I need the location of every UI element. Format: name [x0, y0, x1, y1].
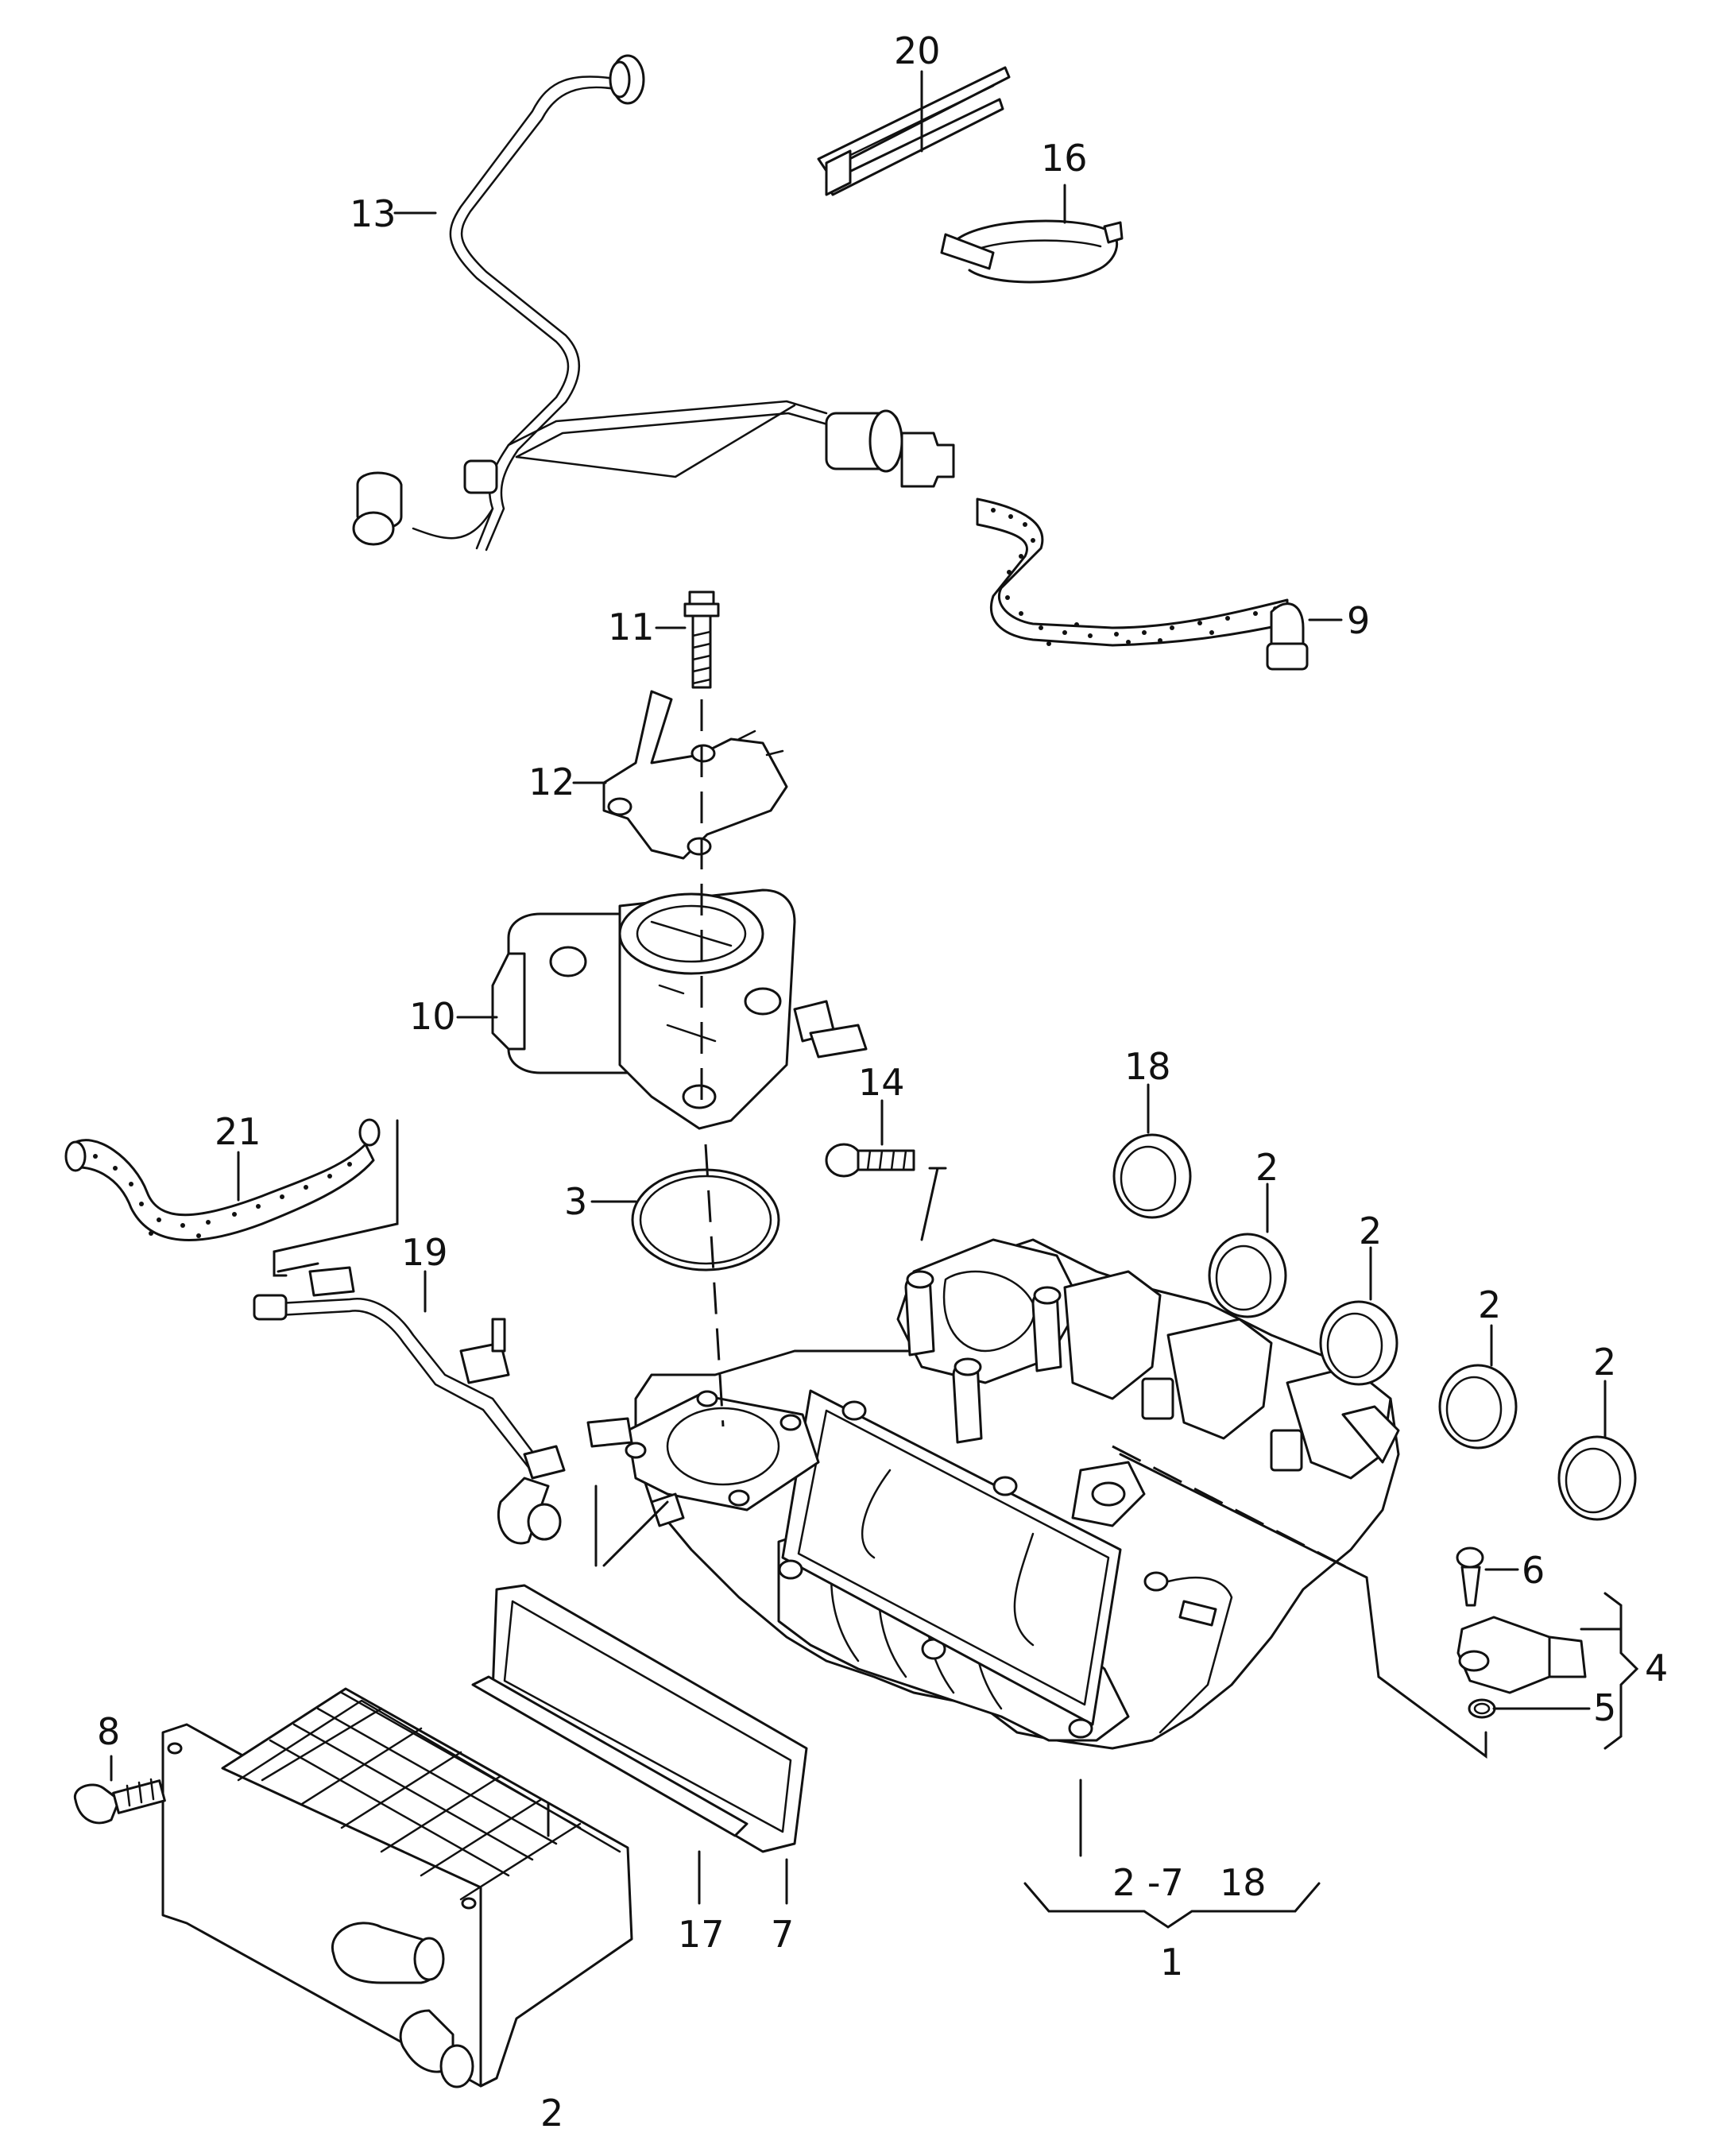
callout-18: 18	[1124, 1045, 1171, 1088]
callout-10: 10	[409, 995, 456, 1038]
callout-14: 9	[1347, 599, 1370, 642]
callout-3: 3	[564, 1180, 587, 1223]
seal-strip	[471, 1675, 749, 1837]
callout-21: 21	[215, 1110, 261, 1153]
throttle-body	[491, 888, 868, 1130]
alignment-lines	[700, 699, 1360, 1575]
cable-ties	[817, 66, 1011, 196]
intercooler	[161, 1687, 633, 2088]
ring-2-d	[1557, 1435, 1637, 1521]
callout-19: 20	[894, 29, 941, 72]
callout-12: 12	[528, 761, 575, 803]
callout-13: 14	[858, 1061, 905, 1104]
callout-2-b: 2	[1359, 1210, 1382, 1252]
callout-2-7: 2 -7	[1112, 1861, 1184, 1904]
callout-15: 13	[350, 192, 397, 235]
callout-6: 6	[1522, 1549, 1545, 1592]
callout-2-c: 2	[1478, 1283, 1501, 1326]
intake-manifold	[586, 1238, 1400, 1750]
bracket-12	[602, 690, 788, 860]
vacuum-pipe-assembly	[352, 54, 955, 552]
breather-hose	[976, 497, 1309, 671]
callout-5: 5	[1593, 1686, 1616, 1729]
ring-2-b	[1319, 1300, 1398, 1386]
callout-labels: 13 20 16 11 12 9 10 14 18 21 3 2 2 2 2 1…	[97, 29, 1668, 2135]
callout-7: 7	[771, 1913, 794, 1956]
hose-clamp	[940, 219, 1124, 284]
o-ring	[631, 1168, 780, 1272]
callout-16: 16	[1041, 137, 1088, 180]
pressure-sensor-assembly	[1456, 1546, 1587, 1719]
callout-20: 19	[401, 1231, 448, 1274]
ring-18	[1112, 1133, 1192, 1219]
callout-4: 4	[1645, 1647, 1668, 1690]
callout-2-d: 2	[1593, 1341, 1616, 1384]
bolt-13	[825, 1143, 915, 1178]
callout-2-a: 2	[1255, 1146, 1278, 1189]
callout-11: 11	[608, 606, 655, 648]
callout-18-b: 18	[1220, 1861, 1267, 1904]
callout-1: 1	[1160, 1941, 1183, 1984]
ring-2-a	[1208, 1233, 1287, 1318]
leader-lines	[110, 70, 1639, 1929]
callout-17: 17	[678, 1913, 725, 1956]
ring-2-c	[1438, 1364, 1518, 1450]
seal-rings	[1112, 1133, 1637, 1521]
pipe-20	[253, 1266, 566, 1545]
bolt-11	[683, 590, 720, 689]
callout-8: 2	[540, 2092, 563, 2135]
bolt-9	[73, 1778, 166, 1825]
callout-9: 8	[97, 1710, 120, 1753]
hose-21	[64, 1118, 381, 1241]
